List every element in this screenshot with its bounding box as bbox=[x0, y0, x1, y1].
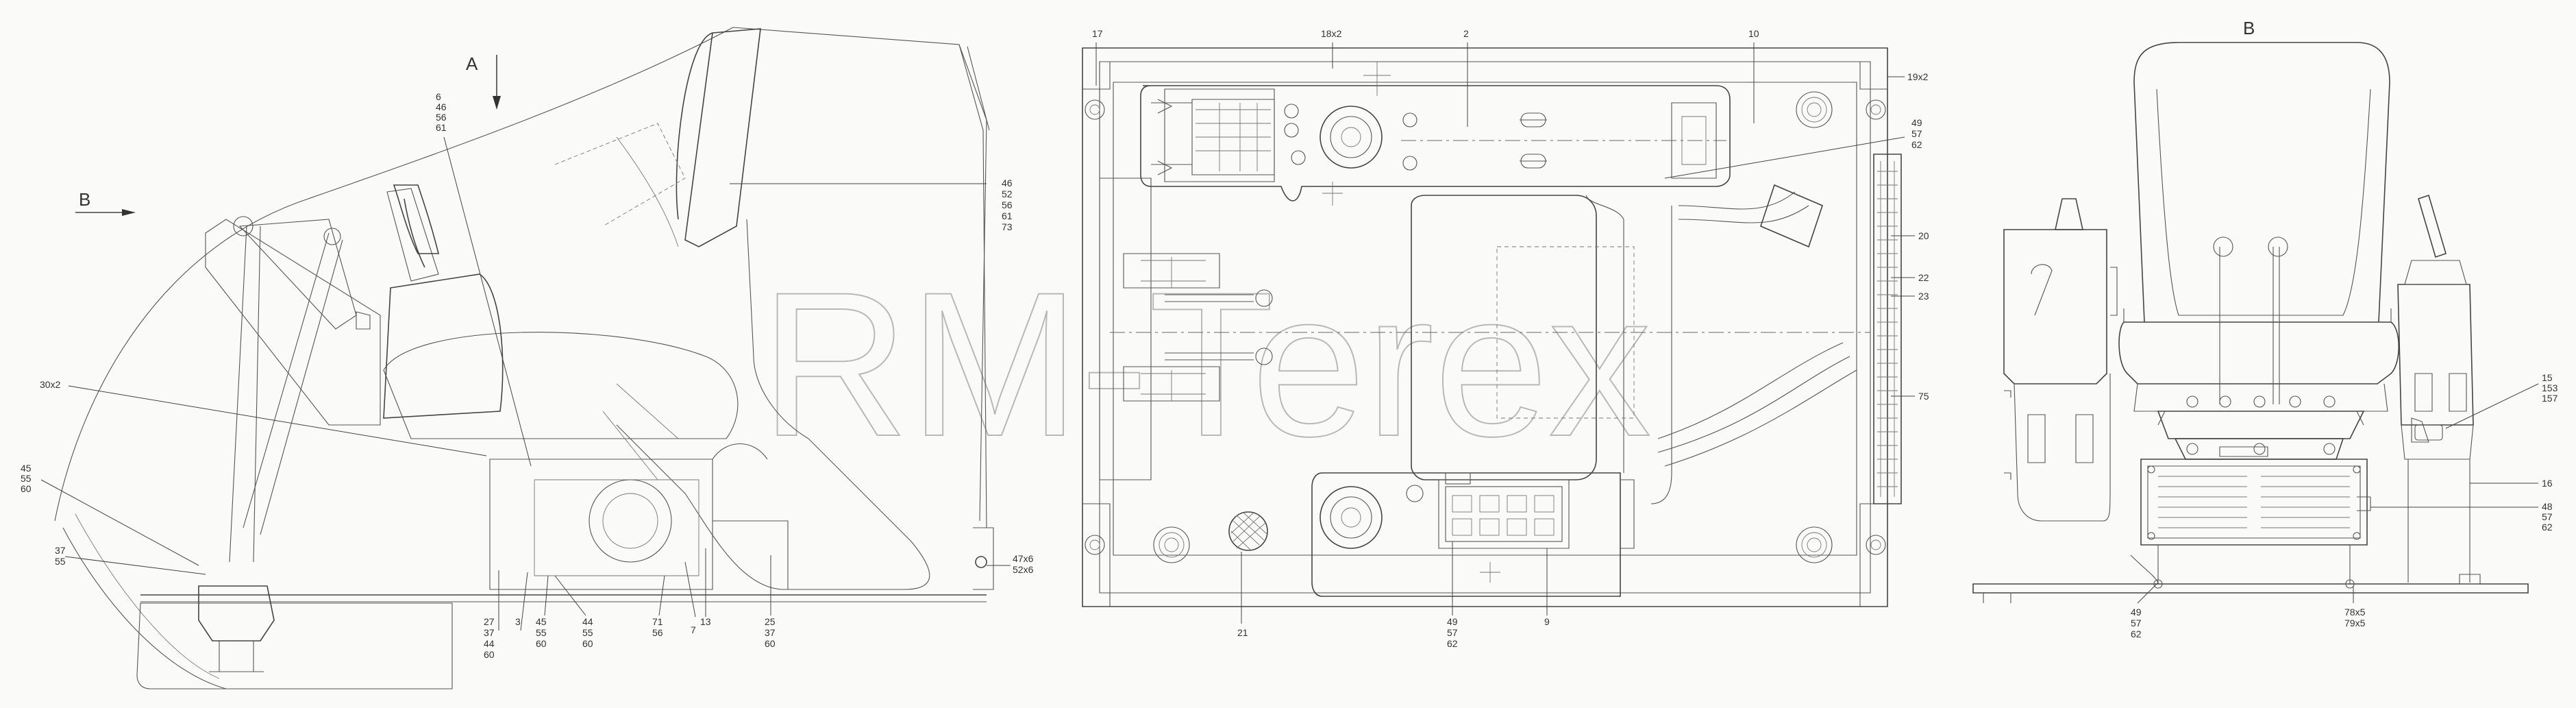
side-view: A B 6 46 56 61 46 52 56 61 73 30x2 bbox=[21, 27, 1034, 689]
svg-text:45: 45 bbox=[21, 463, 32, 474]
label-23: 23 bbox=[1918, 291, 1929, 302]
top-view: 17 18x2 2 10 19x2 49 57 62 20 22 23 75 2… bbox=[1082, 28, 1929, 649]
label-9: 9 bbox=[1544, 616, 1550, 627]
svg-text:62: 62 bbox=[2131, 628, 2142, 639]
label-2: 2 bbox=[1463, 28, 1469, 39]
view-b-label: B bbox=[79, 189, 90, 210]
rear-view-title: B bbox=[2243, 18, 2255, 38]
svg-text:57: 57 bbox=[1911, 128, 1922, 139]
rear-view: B bbox=[1972, 18, 2558, 639]
label-27: 27 37 44 60 bbox=[484, 616, 495, 660]
svg-text:47x6: 47x6 bbox=[1013, 553, 1034, 564]
svg-text:56: 56 bbox=[436, 112, 447, 123]
label-30: 30x2 bbox=[40, 379, 61, 390]
label-19: 19x2 bbox=[1907, 71, 1929, 82]
label-7: 7 bbox=[691, 624, 696, 635]
svg-text:46: 46 bbox=[1002, 178, 1013, 188]
svg-text:44: 44 bbox=[484, 638, 495, 649]
svg-text:61: 61 bbox=[1002, 210, 1013, 221]
svg-text:56: 56 bbox=[1002, 199, 1013, 210]
svg-text:78x5: 78x5 bbox=[2344, 607, 2366, 618]
svg-text:6: 6 bbox=[436, 91, 441, 102]
label-49-rear: 49 57 62 bbox=[2131, 607, 2142, 639]
label-48: 48 57 62 bbox=[2542, 501, 2553, 533]
label-49-top: 49 57 62 bbox=[1911, 117, 1922, 150]
svg-text:37: 37 bbox=[55, 545, 66, 556]
svg-text:45: 45 bbox=[536, 616, 547, 627]
svg-text:52x6: 52x6 bbox=[1013, 564, 1034, 575]
label-3: 3 bbox=[515, 616, 521, 627]
label-6: 6 46 56 61 bbox=[436, 91, 447, 133]
label-45-left: 45 55 60 bbox=[21, 463, 32, 494]
svg-text:37: 37 bbox=[484, 627, 495, 638]
svg-text:60: 60 bbox=[536, 638, 547, 649]
label-22: 22 bbox=[1918, 272, 1929, 283]
svg-text:60: 60 bbox=[21, 483, 32, 494]
svg-text:62: 62 bbox=[1911, 139, 1922, 150]
svg-text:55: 55 bbox=[582, 627, 593, 638]
svg-text:79x5: 79x5 bbox=[2344, 618, 2366, 628]
label-18: 18x2 bbox=[1321, 28, 1342, 39]
svg-text:60: 60 bbox=[582, 638, 593, 649]
label-13: 13 bbox=[700, 616, 711, 627]
svg-text:57: 57 bbox=[1447, 627, 1458, 638]
svg-text:73: 73 bbox=[1002, 221, 1013, 232]
svg-text:62: 62 bbox=[2542, 522, 2553, 533]
svg-text:153: 153 bbox=[2542, 382, 2558, 393]
svg-text:71: 71 bbox=[652, 616, 663, 627]
label-47: 47x6 52x6 bbox=[1013, 553, 1034, 575]
svg-text:57: 57 bbox=[2131, 618, 2142, 628]
label-15: 15 153 157 bbox=[2542, 372, 2558, 404]
svg-text:25: 25 bbox=[765, 616, 776, 627]
label-75: 75 bbox=[1918, 391, 1929, 402]
svg-text:52: 52 bbox=[1002, 188, 1013, 199]
label-20: 20 bbox=[1918, 230, 1929, 241]
label-21: 21 bbox=[1237, 627, 1248, 638]
svg-text:60: 60 bbox=[484, 649, 495, 660]
label-37: 37 55 bbox=[55, 545, 66, 567]
svg-text:62: 62 bbox=[1447, 638, 1458, 649]
label-17: 17 bbox=[1092, 28, 1103, 39]
svg-text:46: 46 bbox=[436, 101, 447, 112]
label-16: 16 bbox=[2542, 478, 2553, 489]
svg-text:61: 61 bbox=[436, 122, 447, 133]
svg-text:56: 56 bbox=[652, 627, 663, 638]
svg-text:27: 27 bbox=[484, 616, 495, 627]
label-25: 25 37 60 bbox=[765, 616, 776, 649]
label-46: 46 52 56 61 73 bbox=[1002, 178, 1013, 232]
svg-text:60: 60 bbox=[765, 638, 776, 649]
svg-text:57: 57 bbox=[2542, 511, 2553, 522]
label-78: 78x5 79x5 bbox=[2344, 607, 2366, 628]
svg-text:44: 44 bbox=[582, 616, 593, 627]
view-a-label: A bbox=[466, 53, 478, 74]
label-45-mid: 45 55 60 bbox=[536, 616, 547, 649]
label-10: 10 bbox=[1748, 28, 1759, 39]
label-71: 71 56 bbox=[652, 616, 663, 638]
label-44: 44 55 60 bbox=[582, 616, 593, 649]
svg-text:48: 48 bbox=[2542, 501, 2553, 512]
svg-text:49: 49 bbox=[1447, 616, 1458, 627]
svg-text:157: 157 bbox=[2542, 393, 2558, 404]
label-49-bottom: 49 57 62 bbox=[1447, 616, 1458, 649]
svg-text:37: 37 bbox=[765, 627, 776, 638]
svg-text:49: 49 bbox=[1911, 117, 1922, 128]
svg-text:55: 55 bbox=[55, 556, 66, 567]
watermark: RM-Terex bbox=[760, 249, 1651, 479]
svg-text:55: 55 bbox=[536, 627, 547, 638]
svg-text:55: 55 bbox=[21, 473, 32, 484]
svg-text:15: 15 bbox=[2542, 372, 2553, 383]
svg-text:49: 49 bbox=[2131, 607, 2142, 618]
